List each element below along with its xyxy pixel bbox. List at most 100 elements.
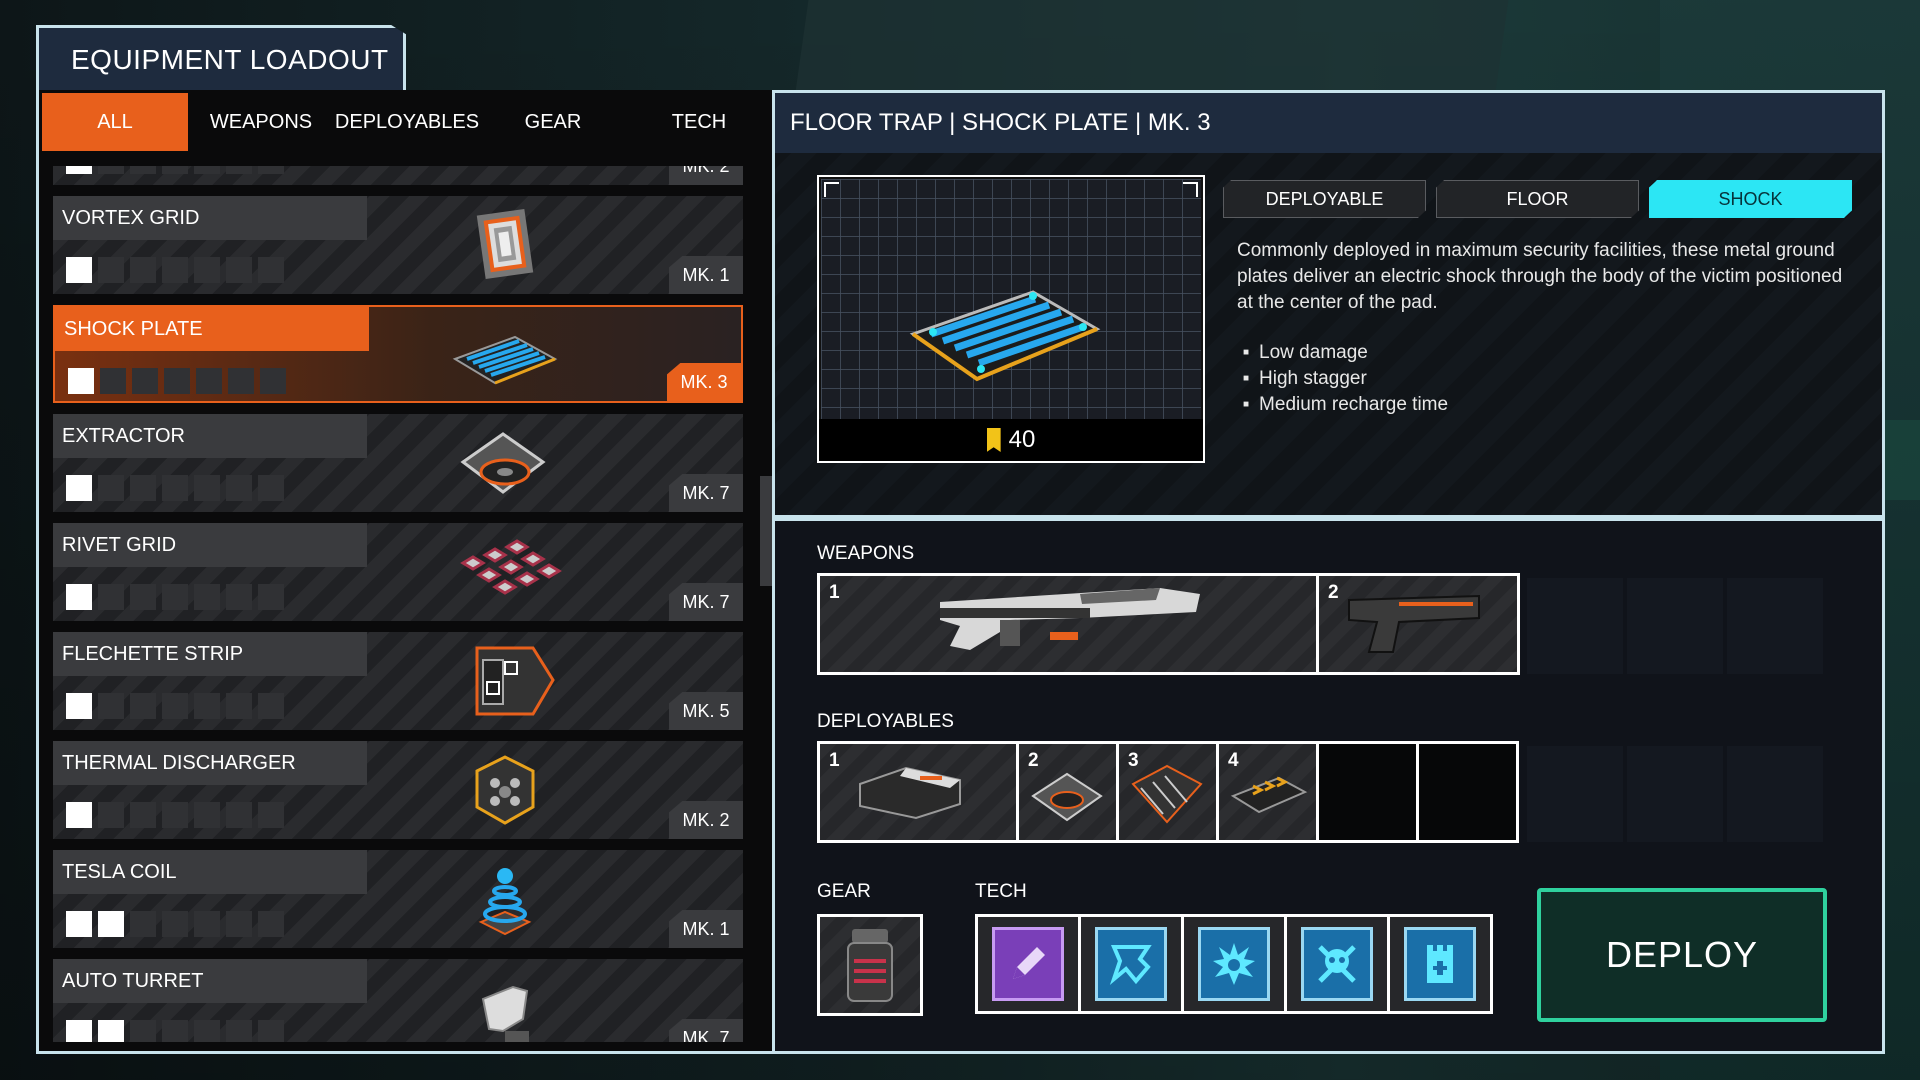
cost-value: 40 [1008,426,1036,453]
pip [66,802,92,828]
pip [226,802,252,828]
pip [66,911,92,937]
tab-tech[interactable]: TECH [671,110,727,133]
pip [66,475,92,501]
deploy-button[interactable]: DEPLOY [1537,888,1827,1022]
pip [258,257,284,283]
pip [226,166,252,174]
pen-icon [992,927,1064,1001]
pip [226,1020,252,1042]
extractor-deployable-icon [1031,772,1103,822]
item-stats-list: Low damage High stagger Medium recharge … [1243,340,1448,418]
currency-icon [986,428,1001,452]
pip [66,693,92,719]
tesla-coil-icon [478,868,532,936]
list-item[interactable]: AUTO TURRET MK. 7 [53,959,743,1042]
item-mark: MK. 2 [669,166,743,185]
vortex-grid-icon [476,208,534,280]
list-item[interactable]: VORTEX GRID MK. 1 [53,196,743,294]
shatter-icon [1095,927,1167,1001]
pip [226,584,252,610]
gear-slot-1[interactable] [820,917,920,1013]
deployable-slot-2[interactable]: 2 [1019,744,1116,840]
cage-deployable-icon [1131,764,1203,824]
tech-slot-3[interactable] [1184,917,1284,1011]
upgrade-pips [66,584,284,610]
list-item[interactable]: FLECHETTE STRIP MK. 5 [53,632,743,730]
item-mark: MK. 7 [669,1019,743,1042]
deployable-slot-empty[interactable] [1319,744,1416,840]
pip [226,257,252,283]
upgrade-pips [66,166,284,174]
item-mark: MK. 7 [669,583,743,621]
tech-slot-4[interactable] [1287,917,1387,1011]
list-item[interactable]: THERMAL DISCHARGER MK. 2 [53,741,743,839]
empty-slot-ghost [1627,746,1723,842]
tab-weapons[interactable]: WEAPONS [209,110,313,133]
pip [226,475,252,501]
grenade-icon [847,929,893,1002]
item-mark: MK. 3 [667,363,741,401]
slot-number: 2 [1328,582,1339,603]
pip [130,693,156,719]
item-name: EXTRACTOR [53,414,367,458]
deployable-slot-3[interactable]: 3 [1119,744,1216,840]
tab-all[interactable]: ALL [42,93,188,151]
tab-deployables[interactable]: DEPLOYABLES [334,110,480,133]
list-scrollbar[interactable] [760,476,775,586]
tab-gear[interactable]: GEAR [524,110,582,133]
tower-icon [1404,927,1476,1001]
pip [194,1020,220,1042]
pip [98,802,124,828]
item-name: SHOCK PLATE [55,307,369,351]
pip [130,1020,156,1042]
list-item[interactable]: RIVET GRID MK. 7 [53,523,743,621]
deployable-slot-empty[interactable] [1419,744,1516,840]
empty-slot-ghost [1527,746,1623,842]
pistol-icon [1348,594,1480,653]
stat-item: Medium recharge time [1243,392,1448,418]
pip [194,166,220,174]
list-item[interactable]: MK. 2 [53,166,743,185]
pip [98,166,124,174]
slot-number: 3 [1128,750,1139,771]
equipment-list[interactable]: MK. 2 VORTEX GRID MK. 1 SHOCK PLATE [53,166,779,1042]
pip [226,693,252,719]
item-name: AUTO TURRET [53,959,367,1003]
list-item-selected[interactable]: SHOCK PLATE MK. 3 [53,305,743,403]
empty-slot-ghost [1727,746,1823,842]
pip [226,911,252,937]
list-item[interactable]: TESLA COIL MK. 1 [53,850,743,948]
item-detail-panel: FLOOR TRAP | SHOCK PLATE | MK. 3 40 DEP [772,90,1885,518]
item-name: TESLA COIL [53,850,367,894]
pip [130,802,156,828]
pip [162,1020,188,1042]
pip [98,257,124,283]
rifle-icon [940,588,1200,650]
skull-icon [1301,927,1373,1001]
upgrade-pips [66,1020,284,1042]
empty-slot-ghost [1727,578,1823,674]
extractor-icon [460,432,546,494]
category-tabs: ALL WEAPONS DEPLOYABLES GEAR TECH [42,93,775,151]
pip [258,475,284,501]
pip [194,693,220,719]
loadout-panel: WEAPONS 1 2 DEPLOYABLES 1 [772,518,1885,1054]
tech-slot-1[interactable] [978,917,1078,1011]
pip [66,584,92,610]
tech-slot-5[interactable] [1390,917,1490,1011]
detail-header: FLOOR TRAP | SHOCK PLATE | MK. 3 [775,93,1882,153]
tech-slot-2[interactable] [1081,917,1181,1011]
pip [130,166,156,174]
deployable-slot-1[interactable]: 1 [820,744,1016,840]
upgrade-pips [66,911,284,937]
pip [162,584,188,610]
weapon-slot-1[interactable]: 1 [820,576,1316,672]
deployable-slot-4[interactable]: 4 [1219,744,1316,840]
list-item[interactable]: EXTRACTOR MK. 7 [53,414,743,512]
pip [258,166,284,174]
shock-plate-icon [452,335,558,385]
pip [228,368,254,394]
weapon-slot-2[interactable]: 2 [1319,576,1517,672]
stat-item: High stagger [1243,366,1448,392]
